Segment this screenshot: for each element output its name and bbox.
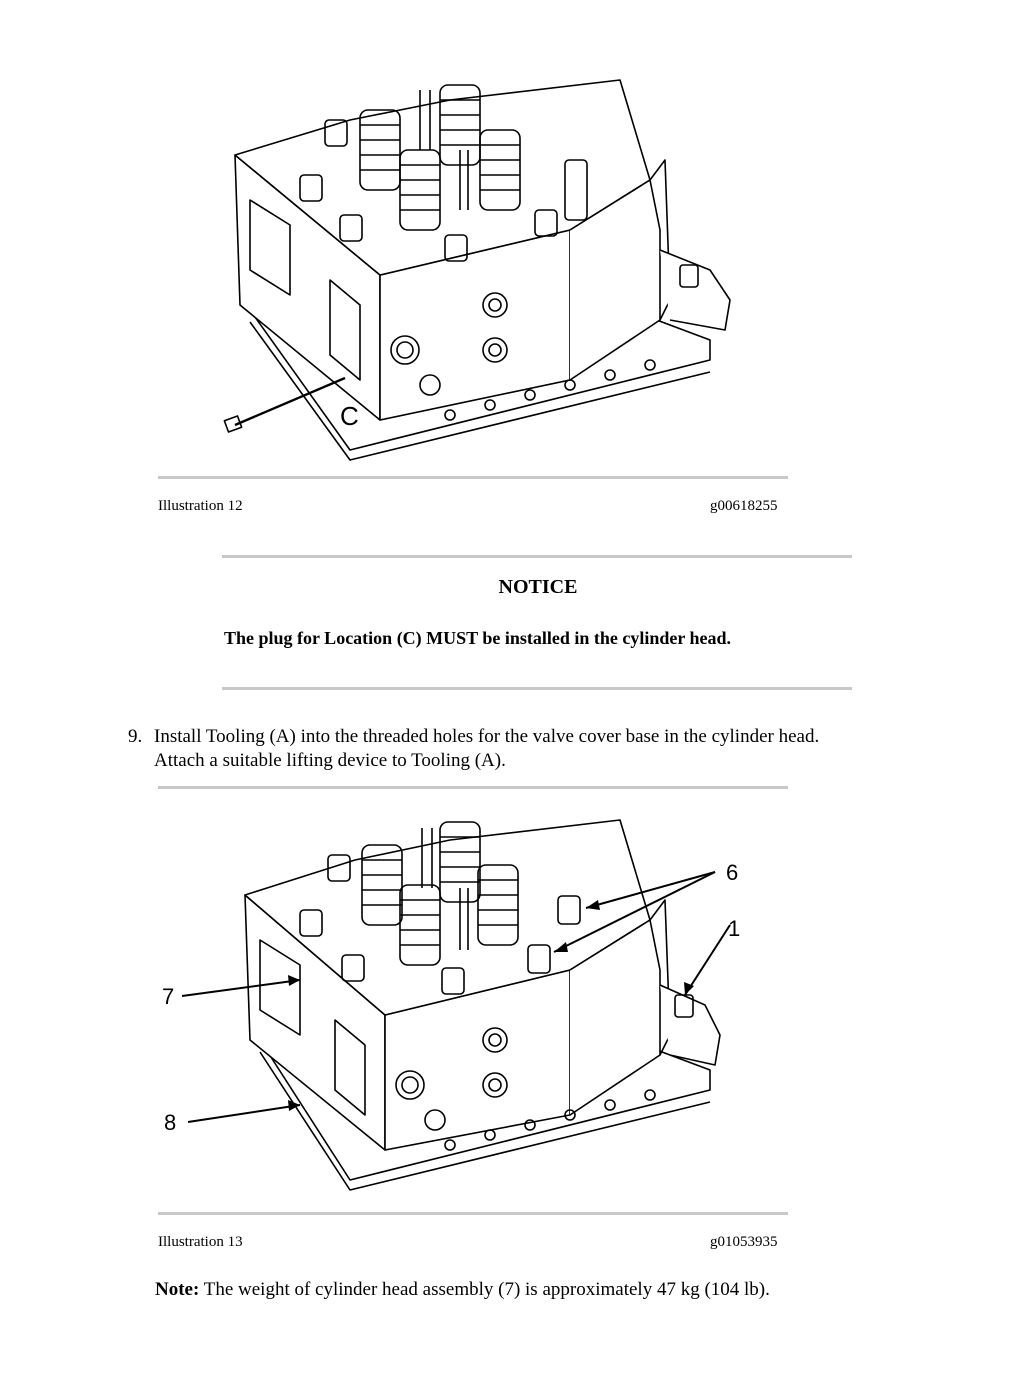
note-label: Note: xyxy=(155,1279,200,1300)
notice-top-rule xyxy=(222,555,852,558)
illustration-13-drawing: 6 1 7 8 xyxy=(162,819,740,1191)
illustration-12-drawing: C xyxy=(223,79,731,461)
callout-1-label: 1 xyxy=(728,916,740,941)
notice-title: NOTICE xyxy=(498,576,578,598)
step-9-line-1: Install Tooling (A) into the threaded ho… xyxy=(154,726,820,747)
step-9-line-2: Attach a suitable lifting device to Tool… xyxy=(154,750,506,771)
illustration-12-divider xyxy=(158,476,788,479)
callout-8-label: 8 xyxy=(164,1110,176,1135)
callout-6-label: 6 xyxy=(726,860,738,885)
illustration-13-top-rule xyxy=(158,786,788,789)
illustration-12-code: g00618255 xyxy=(710,498,778,514)
callout-7-label: 7 xyxy=(162,984,174,1009)
illustration-13-label: Illustration 13 xyxy=(158,1234,243,1250)
illustration-13-code: g01053935 xyxy=(710,1234,778,1250)
illustration-13-divider xyxy=(158,1212,788,1215)
illustration-12-label: Illustration 12 xyxy=(158,498,243,514)
note-paragraph: Note: The weight of cylinder head assemb… xyxy=(155,1279,770,1301)
step-number: 9. xyxy=(128,726,143,747)
notice-text: The plug for Location (C) MUST be instal… xyxy=(224,628,732,648)
note-text: The weight of cylinder head assembly (7)… xyxy=(199,1279,770,1300)
notice-bottom-rule xyxy=(222,687,852,690)
callout-c-label: C xyxy=(340,401,359,431)
